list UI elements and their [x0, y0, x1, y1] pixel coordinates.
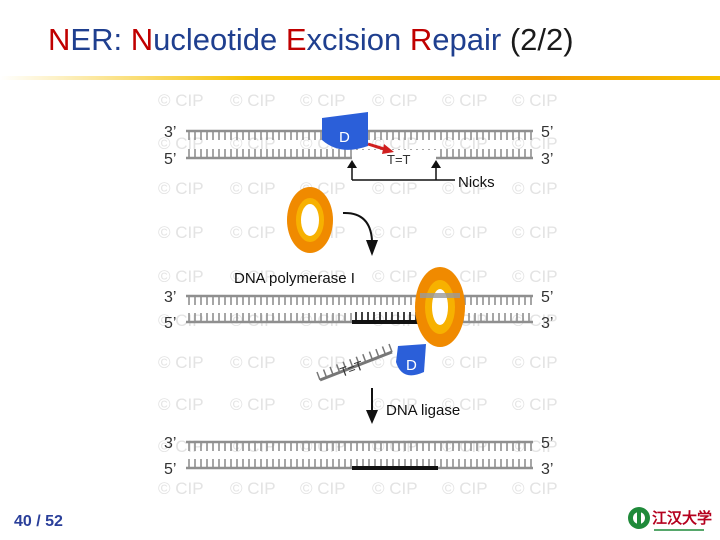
end-label-3-tr: 5’ — [541, 435, 553, 452]
watermark-text: © CIP — [300, 479, 346, 498]
watermark-text: © CIP — [442, 353, 488, 372]
watermark-text: © CIP — [442, 91, 488, 110]
polymerase-label: DNA polymerase I — [234, 270, 355, 287]
watermark-text: © CIP — [230, 267, 276, 286]
university-logo-text: 江汉大学 — [652, 509, 713, 527]
watermark-text: © CIP — [512, 223, 558, 242]
nicks-label: Nicks — [458, 174, 495, 191]
watermark-text: © CIP — [512, 134, 558, 153]
excision-gap — [352, 150, 436, 163]
title-word3-initial: R — [409, 22, 433, 57]
red-arrowhead — [382, 144, 394, 154]
watermark-text: © CIP — [158, 353, 204, 372]
dimer-1-label: T=T — [387, 152, 411, 167]
end-label-3-tl: 3’ — [164, 435, 176, 452]
end-label-1-bl: 5’ — [164, 151, 176, 168]
enzyme-d-2-label: D — [406, 357, 417, 374]
binding-arrow — [342, 211, 373, 241]
watermark-text: © CIP — [158, 311, 204, 330]
title-initial-n: N — [48, 22, 71, 57]
watermark-text: © CIP — [158, 134, 204, 153]
watermark-text: © CIP — [442, 479, 488, 498]
watermark-text: © CIP — [512, 479, 558, 498]
end-label-1-tr: 5’ — [541, 124, 553, 141]
end-label-2-tl: 3’ — [164, 289, 176, 306]
watermark-text: © CIP — [230, 353, 276, 372]
end-label-2-tr: 5’ — [541, 289, 553, 306]
title-word2-initial: E — [285, 22, 307, 57]
end-label-1-tl: 3’ — [164, 124, 176, 141]
page-number: 40 / 52 — [14, 513, 63, 530]
end-label-1-br: 3’ — [541, 151, 553, 168]
watermark-text: © CIP — [512, 267, 558, 286]
enzyme-d-2 — [396, 344, 426, 376]
university-logo — [628, 507, 704, 531]
watermark-text: © CIP — [158, 479, 204, 498]
ligase-arrowhead — [366, 410, 378, 424]
watermark-text: © CIP — [230, 311, 276, 330]
title-colon: : — [113, 22, 123, 57]
end-label-2-br: 3’ — [541, 315, 553, 332]
watermark-text: © CIP — [372, 179, 418, 198]
watermark-text: © CIP — [300, 353, 346, 372]
strand-2-bottom-left — [186, 313, 352, 324]
title-suffix: (2/2) — [501, 22, 574, 57]
watermark-text: © CIP — [372, 479, 418, 498]
end-label-3-bl: 5’ — [164, 461, 176, 478]
watermark-text: © CIP — [372, 267, 418, 286]
strand-3-top — [186, 440, 533, 451]
watermark-text: © CIP — [158, 267, 204, 286]
watermark-text: © CIP — [300, 311, 346, 330]
watermark-text: © CIP — [230, 91, 276, 110]
binding-arrowhead — [366, 240, 378, 256]
fragment-backbone — [319, 350, 393, 382]
watermark-text: © CIP — [512, 395, 558, 414]
watermark-text: © CIP — [512, 179, 558, 198]
watermark-text: © CIP — [230, 179, 276, 198]
watermark-text: © CIP — [442, 223, 488, 242]
watermark-text: © CIP — [300, 395, 346, 414]
red-arrow — [367, 142, 385, 151]
watermark-text: © CIP — [300, 267, 346, 286]
watermark-text: © CIP — [442, 179, 488, 198]
dna-duplex-1: 3’ 5’ 5’ 3’ D T=T Nicks — [164, 112, 553, 191]
enzyme-d-1-label: D — [339, 129, 350, 146]
fragment-ticks — [316, 343, 393, 381]
polymerase-free — [287, 187, 378, 256]
title-word2-rest: xcision — [306, 22, 410, 57]
watermark-text: © CIP — [372, 223, 418, 242]
title-word3-rest: epair — [432, 22, 502, 57]
watermark-text: © CIP — [372, 395, 418, 414]
strand-2-top — [186, 294, 533, 305]
watermark-text: © CIP — [442, 395, 488, 414]
dna-duplex-3: 3’ 5’ 5’ 3’ — [164, 435, 553, 478]
ligase-label: DNA ligase — [386, 402, 460, 419]
watermark-text: © CIP — [230, 479, 276, 498]
watermark-text: © CIP — [158, 179, 204, 198]
end-label-2-bl: 5’ — [164, 315, 176, 332]
watermark-text: © CIP — [300, 91, 346, 110]
watermark-text: © CIP — [230, 395, 276, 414]
excised-fragment: T=T D — [316, 343, 426, 382]
watermark-text: © CIP — [158, 223, 204, 242]
nick-arrowhead-left — [347, 160, 357, 168]
nick-arrowhead-right — [431, 160, 441, 168]
title-word1-rest: ucleotide — [153, 22, 286, 57]
title-word1-initial: N — [130, 22, 154, 57]
end-label-3-br: 3’ — [541, 461, 553, 478]
title-er: ER — [70, 22, 114, 57]
dna-duplex-2: 3’ 5’ 5’ 3’ — [164, 267, 553, 347]
enzyme-d-1 — [322, 112, 368, 150]
watermark-text: © CIP — [158, 395, 204, 414]
watermark-text: © CIP — [372, 91, 418, 110]
title-underline — [0, 76, 720, 80]
watermark-text: © CIP — [512, 91, 558, 110]
slide-title: NER: Nucleotide Excision Repair (2/2) — [48, 22, 574, 58]
watermark-text: © CIP — [230, 223, 276, 242]
watermark-text: © CIP — [512, 353, 558, 372]
watermark-text: © CIP — [158, 91, 204, 110]
watermark-text: © CIP — [230, 134, 276, 153]
